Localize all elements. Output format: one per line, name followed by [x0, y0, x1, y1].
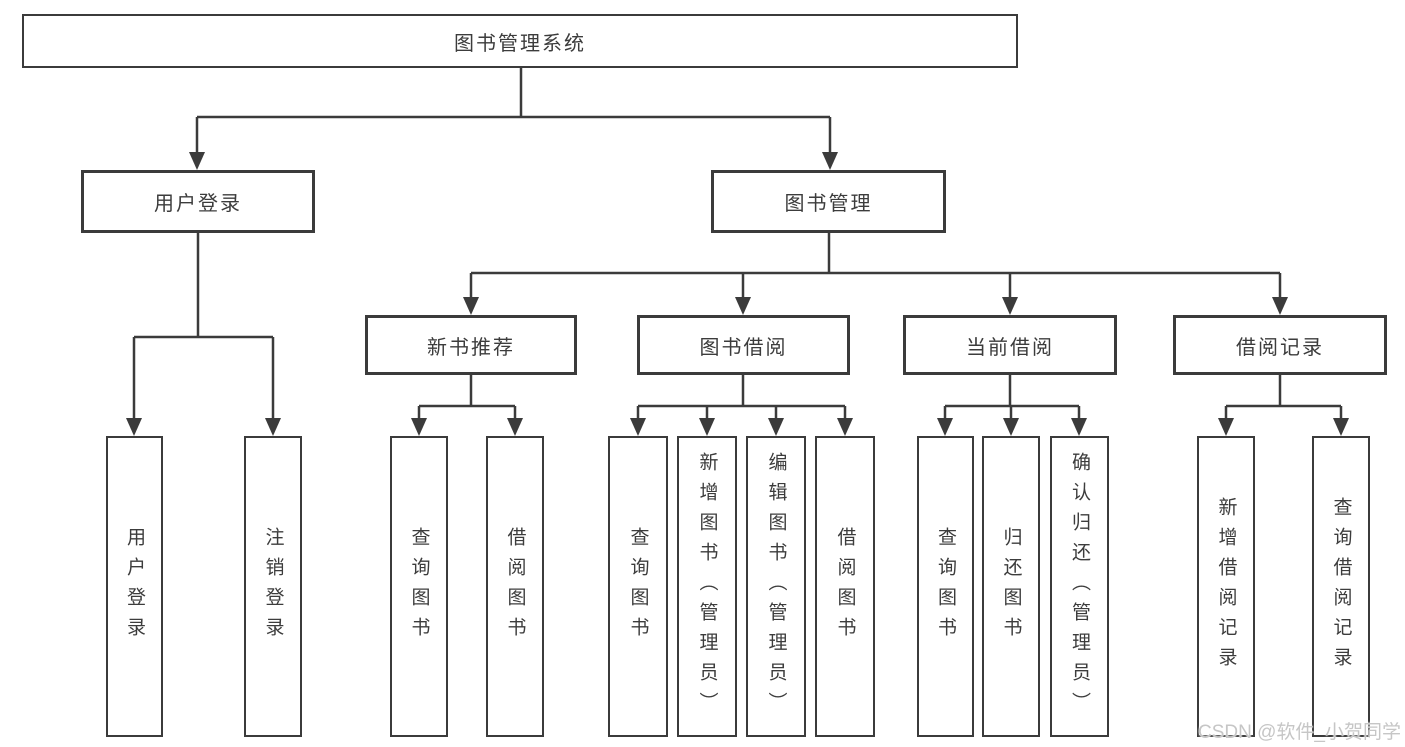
- node-user-login: 用户登录: [81, 170, 315, 233]
- leaf-query-borrow-record-label: 查询借阅记录: [1330, 496, 1352, 677]
- leaf-logout-label: 注销登录: [262, 526, 284, 647]
- leaf-add-borrow-record: 新增借阅记录: [1197, 436, 1255, 737]
- leaf-borrow-books-recommend: 借阅图书: [486, 436, 544, 737]
- node-borrowing-records-label: 借阅记录: [1236, 336, 1324, 359]
- leaf-query-borrow-record: 查询借阅记录: [1312, 436, 1370, 737]
- node-user-login-label: 用户登录: [154, 193, 242, 215]
- node-current-borrowing-label: 当前借阅: [966, 336, 1054, 359]
- leaf-confirm-return-admin-label: 确认归还（管理员）: [1069, 451, 1090, 722]
- node-new-book-recommendation-label: 新书推荐: [427, 336, 515, 359]
- leaf-query-books-recommend-label: 查询图书: [408, 526, 430, 647]
- leaf-return-books: 归还图书: [982, 436, 1040, 737]
- leaf-edit-book-admin: 编辑图书（管理员）: [746, 436, 806, 737]
- leaf-confirm-return-admin: 确认归还（管理员）: [1050, 436, 1109, 737]
- node-book-borrowing-label: 图书借阅: [699, 336, 788, 359]
- arrowheads: [126, 152, 1349, 436]
- leaf-add-borrow-record-label: 新增借阅记录: [1215, 496, 1237, 677]
- node-borrowing-records: 借阅记录: [1173, 315, 1387, 375]
- leaf-user-login: 用户登录: [106, 436, 163, 737]
- leaf-query-books-recommend: 查询图书: [390, 436, 448, 737]
- leaf-logout: 注销登录: [244, 436, 302, 737]
- leaf-query-books-borrowing-label: 查询图书: [627, 526, 649, 647]
- leaf-edit-book-admin-label: 编辑图书（管理员）: [765, 451, 787, 722]
- leaf-query-books-current-label: 查询图书: [935, 526, 956, 647]
- tree-edges: [132, 68, 1343, 420]
- leaf-borrow-books-borrowing: 借阅图书: [815, 436, 875, 737]
- leaf-add-book-admin: 新增图书（管理员）: [677, 436, 737, 737]
- leaf-borrow-books-borrowing-label: 借阅图书: [834, 526, 856, 647]
- leaf-return-books-label: 归还图书: [1000, 526, 1022, 647]
- leaf-user-login-label: 用户登录: [124, 526, 145, 647]
- leaf-add-book-admin-label: 新增图书（管理员）: [696, 451, 718, 722]
- leaf-borrow-books-recommend-label: 借阅图书: [504, 526, 526, 647]
- node-book-borrowing: 图书借阅: [637, 315, 850, 375]
- node-current-borrowing: 当前借阅: [903, 315, 1117, 375]
- node-book-management: 图书管理: [711, 170, 946, 233]
- node-root-label: 图书管理系统: [454, 32, 586, 55]
- leaf-query-books-current: 查询图书: [917, 436, 974, 737]
- leaf-query-books-borrowing: 查询图书: [608, 436, 668, 737]
- node-book-management-label: 图书管理: [784, 193, 873, 215]
- node-new-book-recommendation: 新书推荐: [365, 315, 577, 375]
- node-root: 图书管理系统: [22, 14, 1018, 68]
- csdn-watermark: CSDN @软件_小贺同学: [1198, 722, 1401, 743]
